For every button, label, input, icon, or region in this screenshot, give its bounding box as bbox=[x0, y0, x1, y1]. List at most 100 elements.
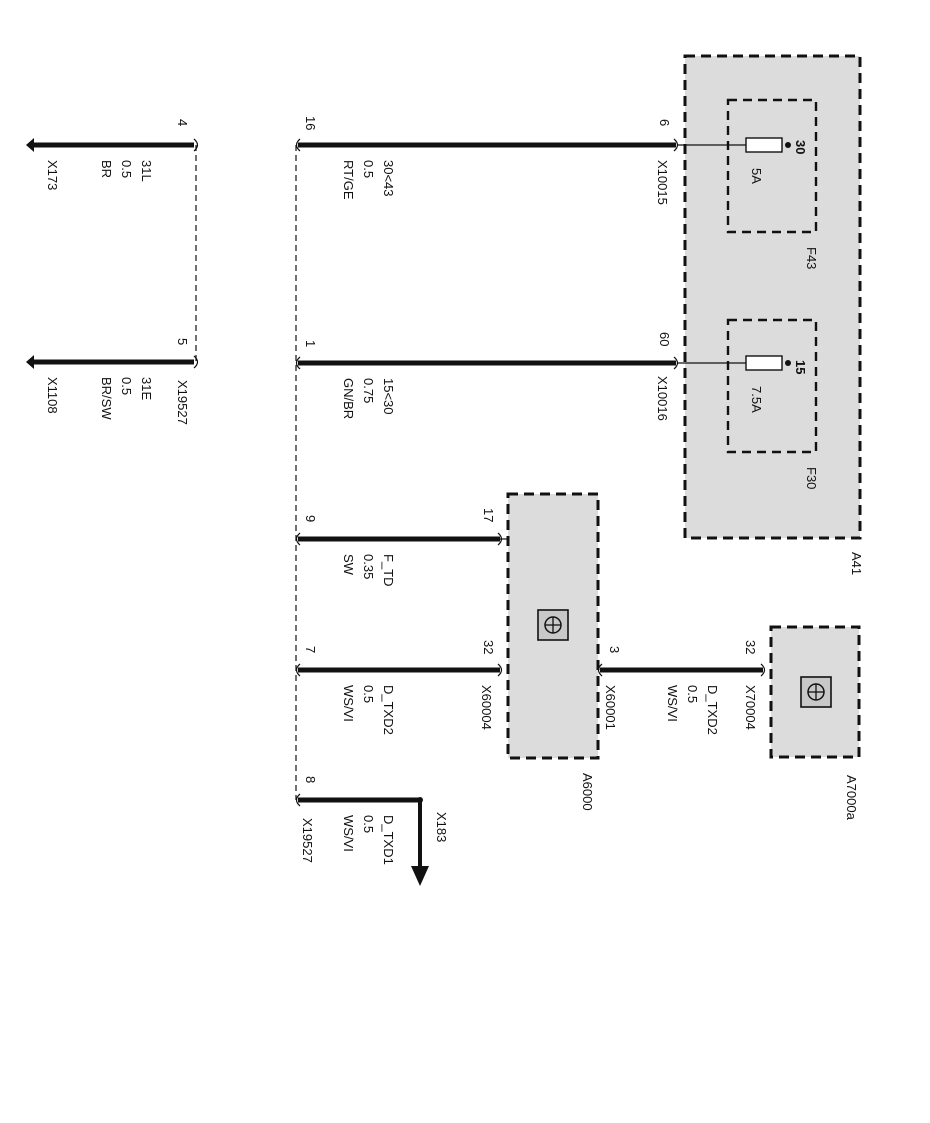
wire-31l-signal: 31L bbox=[139, 160, 154, 182]
f30-fuse-icon bbox=[745, 355, 783, 371]
svg-text:0.5: 0.5 bbox=[119, 377, 134, 395]
f43-fuse-box bbox=[726, 98, 818, 234]
svg-text:X1108: X1108 bbox=[45, 377, 60, 414]
svg-text:GN/BR: GN/BR bbox=[341, 378, 356, 419]
svg-text:32: 32 bbox=[743, 640, 758, 654]
pin-6-marker-icon bbox=[673, 138, 679, 152]
svg-text:WS/VI: WS/VI bbox=[665, 685, 680, 722]
f43-fuse-icon bbox=[745, 137, 783, 153]
x60001-label: X60001 bbox=[603, 685, 618, 730]
pin-5-marker-icon bbox=[193, 355, 199, 369]
svg-text:X10015: X10015 bbox=[655, 160, 670, 205]
pin-9-marker-icon bbox=[295, 532, 301, 546]
a7000a-bus-icon bbox=[800, 676, 832, 708]
svg-text:X173: X173 bbox=[45, 160, 60, 190]
svg-text:0.5: 0.5 bbox=[685, 685, 700, 703]
svg-text:F30: F30 bbox=[804, 467, 819, 489]
wire-31e-color: BR/SW bbox=[99, 377, 114, 420]
pin-32-a7000a-label: 32 bbox=[743, 640, 758, 654]
svg-text:BR/SW: BR/SW bbox=[99, 377, 114, 420]
wire-d-txd2-a-signal: D_TXD2 bbox=[381, 685, 396, 735]
wire-d-txd2-a-color: WS/VI bbox=[341, 685, 356, 722]
svg-text:6: 6 bbox=[657, 119, 672, 126]
svg-text:31E: 31E bbox=[139, 377, 154, 400]
svg-text:RT/GE: RT/GE bbox=[341, 160, 356, 200]
pin-3-label: 3 bbox=[607, 646, 622, 653]
a41-label: A41 bbox=[849, 552, 864, 575]
f30-terminal-icon bbox=[785, 360, 791, 366]
wire-30-43-size: 0.5 bbox=[361, 160, 376, 178]
svg-text:X60001: X60001 bbox=[603, 685, 618, 730]
svg-text:17: 17 bbox=[481, 508, 496, 522]
pin-32-a7000a-marker-icon bbox=[760, 663, 766, 677]
svg-text:1: 1 bbox=[303, 340, 318, 347]
wire-d-txd2-a-size: 0.5 bbox=[361, 685, 376, 703]
f30-fuse-box bbox=[726, 318, 818, 454]
svg-text:8: 8 bbox=[303, 776, 318, 783]
wire-15-30-size: 0.75 bbox=[361, 378, 376, 403]
svg-text:0.5: 0.5 bbox=[361, 685, 376, 703]
pin-16-marker-icon bbox=[295, 138, 301, 152]
svg-text:0.5: 0.5 bbox=[361, 815, 376, 833]
x70004-label: X70004 bbox=[743, 685, 758, 730]
svg-text:5: 5 bbox=[175, 338, 190, 345]
svg-text:BR: BR bbox=[99, 160, 114, 178]
svg-text:WS/VI: WS/VI bbox=[341, 815, 356, 852]
pin-7-label: 7 bbox=[303, 646, 318, 653]
wire-d-txd1-size: 0.5 bbox=[361, 815, 376, 833]
x1108-ground-icon bbox=[26, 355, 34, 369]
wire-f-td-size: 0.35 bbox=[361, 554, 376, 579]
svg-text:F_TD: F_TD bbox=[381, 554, 396, 587]
wire-31e-signal: 31E bbox=[139, 377, 154, 400]
wire-30-43-color: RT/GE bbox=[341, 160, 356, 200]
svg-text:D_TXD2: D_TXD2 bbox=[381, 685, 396, 735]
svg-text:0.5: 0.5 bbox=[361, 160, 376, 178]
svg-text:X70004: X70004 bbox=[743, 685, 758, 730]
pin-8-label: 8 bbox=[303, 776, 318, 783]
f43-label: F43 bbox=[804, 247, 819, 269]
f43-rating: 5A bbox=[749, 168, 764, 184]
pin-32-a6000-label: 32 bbox=[481, 640, 496, 654]
x19527-upper-label: X19527 bbox=[300, 818, 315, 863]
f30-rating: 7.5A bbox=[749, 386, 764, 413]
svg-text:7: 7 bbox=[303, 646, 318, 653]
svg-text:A7000a: A7000a bbox=[844, 775, 859, 821]
svg-text:D_TXD2: D_TXD2 bbox=[705, 685, 720, 735]
pin-1-label: 1 bbox=[303, 340, 318, 347]
wire-15-30-color: GN/BR bbox=[341, 378, 356, 419]
wire-d-txd1-color: WS/VI bbox=[341, 815, 356, 852]
wire-31e-size: 0.5 bbox=[119, 377, 134, 395]
wire-15-30-signal: 15<30 bbox=[381, 378, 396, 415]
svg-text:30<43: 30<43 bbox=[381, 160, 396, 197]
svg-text:15: 15 bbox=[793, 360, 808, 374]
f43-pin: 30 bbox=[793, 140, 808, 154]
svg-text:A6000: A6000 bbox=[580, 773, 595, 811]
pin-6-label: 6 bbox=[657, 119, 672, 126]
wire-d-txd2-b-signal: D_TXD2 bbox=[705, 685, 720, 735]
x183-label: X183 bbox=[434, 812, 449, 842]
pin-9-label: 9 bbox=[303, 515, 318, 522]
svg-text:X19527: X19527 bbox=[175, 380, 190, 425]
pin-32-a6000-marker-icon bbox=[497, 663, 503, 677]
svg-text:SW: SW bbox=[341, 554, 356, 576]
svg-text:4: 4 bbox=[175, 119, 190, 126]
f43-terminal-icon bbox=[785, 142, 791, 148]
svg-text:0.5: 0.5 bbox=[119, 160, 134, 178]
wire-d-txd2-b-size: 0.5 bbox=[685, 685, 700, 703]
wire-30-43-signal: 30<43 bbox=[381, 160, 396, 197]
svg-text:9: 9 bbox=[303, 515, 318, 522]
f30-label: F30 bbox=[804, 467, 819, 489]
x60004-label: X60004 bbox=[479, 685, 494, 730]
svg-text:30: 30 bbox=[793, 140, 808, 154]
svg-text:X10016: X10016 bbox=[655, 376, 670, 421]
x1108-label: X1108 bbox=[45, 377, 60, 414]
pin-16-label: 16 bbox=[303, 116, 318, 130]
svg-text:5A: 5A bbox=[749, 168, 764, 184]
svg-text:7.5A: 7.5A bbox=[749, 386, 764, 413]
x19527-lower-label: X19527 bbox=[175, 380, 190, 425]
svg-text:D_TXD1: D_TXD1 bbox=[381, 815, 396, 865]
x173-ground-icon bbox=[26, 138, 34, 152]
x10015-label: X10015 bbox=[655, 160, 670, 205]
svg-text:WS/VI: WS/VI bbox=[341, 685, 356, 722]
